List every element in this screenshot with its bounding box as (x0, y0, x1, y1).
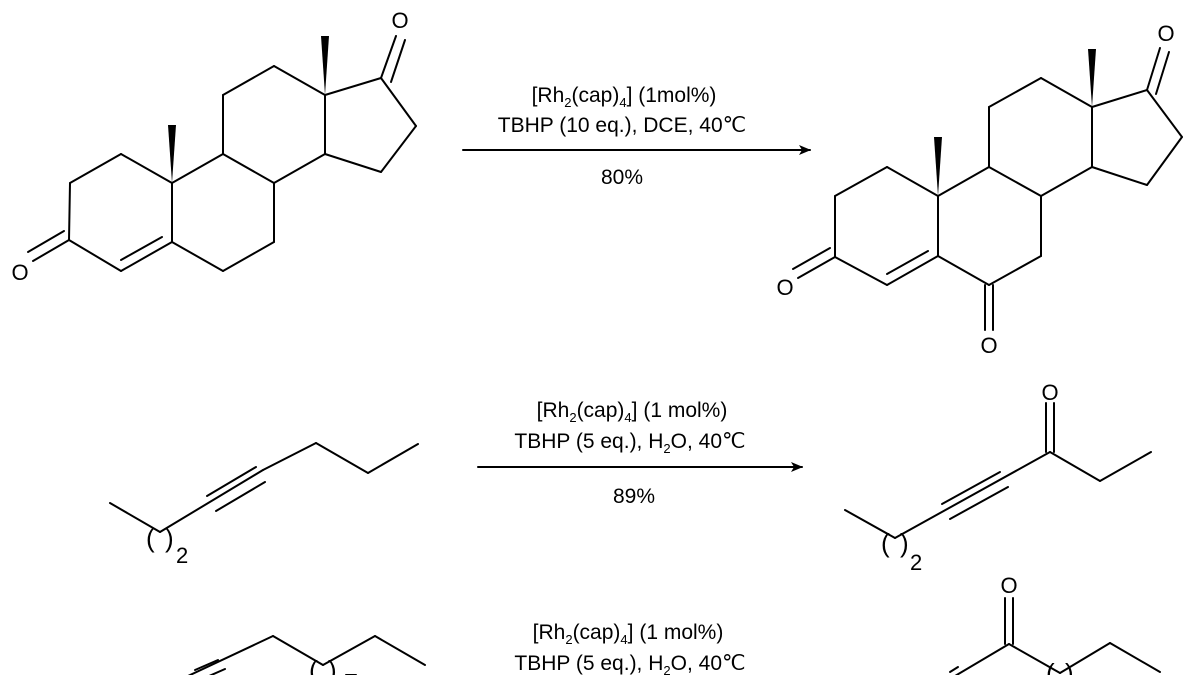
wedge-bond-methyl (934, 137, 942, 196)
reaction-2-conditions: [Rh2(cap)4] (1 mol%) TBHP (5 eq.), H2O, … (477, 399, 803, 508)
atom-oxygen: O (1041, 380, 1058, 405)
bonds (109, 442, 419, 533)
bonds (844, 402, 1152, 539)
conditions-label: TBHP (5 eq.), H2O, 40℃ (514, 430, 745, 456)
product-1-trione: O O O (776, 21, 1183, 358)
repeat-bracket-close: ) (900, 528, 909, 558)
catalyst-label: [Rh2(cap)4] (1 mol%) (533, 621, 724, 647)
atom-oxygen: O (11, 260, 28, 285)
reactant-1-androstenedione: O O (11, 8, 417, 285)
conditions-label: TBHP (10 eq.), DCE, 40℃ (498, 114, 746, 137)
atom-oxygen: O (1157, 21, 1174, 46)
repeat-bracket-open: ( (881, 528, 890, 558)
repeat-count: 2 (176, 543, 188, 568)
atom-oxygen: O (776, 275, 793, 300)
bonds (949, 597, 1161, 675)
repeat-bracket-open: ( (1046, 658, 1055, 675)
product-2-ynone: ( ) 2 O (844, 380, 1152, 575)
wedge-bond-methyl (321, 36, 329, 95)
repeat-count: 2 (910, 550, 922, 575)
catalyst-label: [Rh2(cap)4] (1 mol%) (537, 399, 728, 425)
repeat-bracket-close: ) (165, 523, 174, 553)
bonds (187, 635, 426, 675)
wedge-bond-methyl (1088, 49, 1096, 107)
reactant-3-alkyne: ( ) (187, 635, 426, 675)
repeat-bracket-close: ) (1065, 658, 1074, 675)
conditions-label: TBHP (5 eq.), H2O, 40℃ (514, 652, 745, 675)
reaction-1-conditions: [Rh2(cap)4] (1mol%) TBHP (10 eq.), DCE, … (462, 84, 811, 189)
bonds (792, 47, 1183, 331)
reaction-3-conditions: [Rh2(cap)4] (1 mol%) TBHP (5 eq.), H2O, … (514, 621, 745, 675)
wedge-bond-methyl (168, 125, 176, 183)
bonds (27, 35, 417, 272)
product-3-ynone: ( ) O (949, 573, 1161, 675)
atom-oxygen: O (391, 8, 408, 33)
yield-label: 80% (601, 166, 643, 189)
repeat-bracket-close: ) (328, 655, 337, 675)
repeat-bracket-open: ( (309, 655, 318, 675)
atom-oxygen: O (1000, 573, 1017, 598)
reactant-2-alkyne: ( ) 2 (109, 442, 419, 568)
yield-label: 89% (613, 485, 655, 508)
atom-oxygen: O (980, 333, 997, 358)
catalyst-label: [Rh2(cap)4] (1mol%) (532, 84, 717, 110)
repeat-bracket-open: ( (146, 523, 155, 553)
